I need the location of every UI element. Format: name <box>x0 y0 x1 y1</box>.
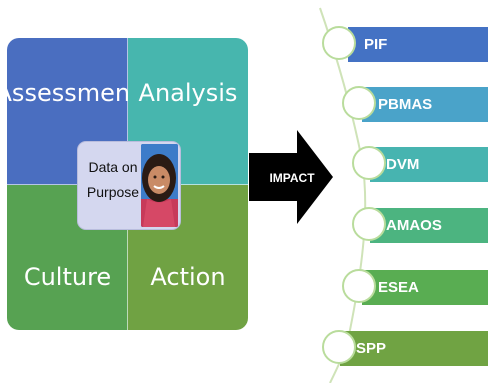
impact-arrow-icon <box>249 130 333 224</box>
list-node-icon <box>352 146 386 180</box>
list-item-label: PIF <box>364 36 388 53</box>
center-data-on-purpose-box: Data on Purpose <box>78 142 180 229</box>
list-item-spp: SPP <box>340 331 488 366</box>
child-photo-image <box>141 144 178 227</box>
list-item-label: AMAOS <box>386 217 442 234</box>
center-label: Data on Purpose <box>82 155 144 205</box>
list-item-label: DVM <box>386 156 420 173</box>
list-item-amaos: AMAOS <box>370 208 488 243</box>
center-label-line1: Data on <box>88 159 138 175</box>
quadrant-assessment: Assessment <box>0 38 139 185</box>
list-node-icon <box>352 207 386 241</box>
child-photo <box>141 144 178 227</box>
list-node-icon <box>322 26 356 60</box>
list-item-pif: PIF <box>348 27 488 62</box>
list-node-icon <box>342 269 376 303</box>
list-item-pbmas: PBMAS <box>362 87 488 122</box>
list-node-icon <box>322 330 356 364</box>
list-item-label: PBMAS <box>378 96 433 113</box>
quadrant-culture: Culture <box>7 185 128 330</box>
quadrant-analysis-label: Analysis <box>138 78 238 107</box>
center-label-line2: Purpose <box>86 184 140 200</box>
quadrant-culture-label: Culture <box>23 262 112 291</box>
list-item-label: SPP <box>356 340 387 357</box>
impact-arrow-label: IMPACT <box>269 171 315 185</box>
list-node-icon <box>342 86 376 120</box>
list-item-label: ESEA <box>378 279 419 296</box>
quadrant-action-label: Action <box>150 262 226 291</box>
list-item-dvm: DVM <box>370 147 488 182</box>
quadrant-assessment-label: Assessment <box>0 78 140 107</box>
list-item-esea: ESEA <box>362 270 488 305</box>
